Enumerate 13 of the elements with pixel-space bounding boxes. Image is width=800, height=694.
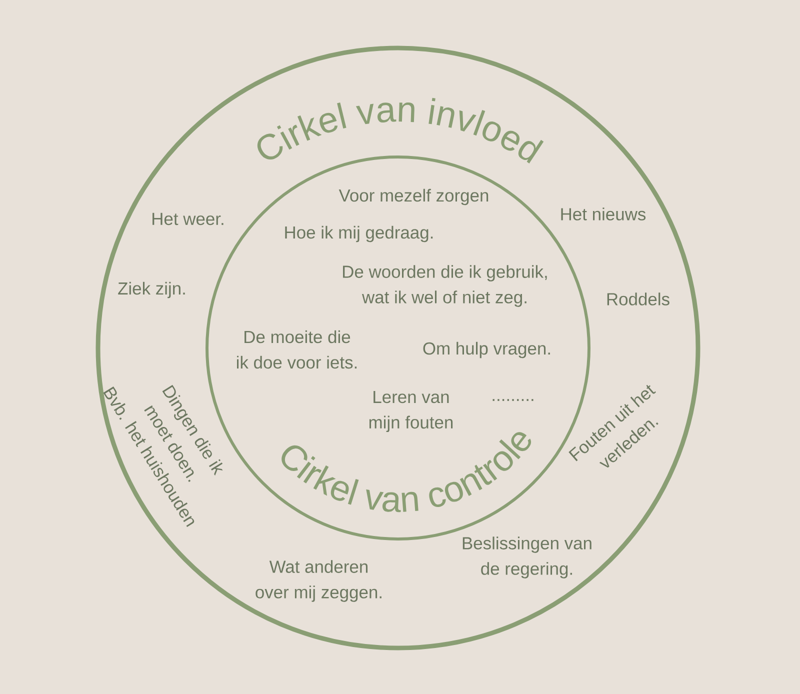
item-text: Hoe ik mij gedraag. xyxy=(285,226,433,242)
item-text: Ziek zijn. xyxy=(118,282,185,298)
item-text: Leren van mijn fouten xyxy=(369,390,453,432)
item-text: Het nieuws xyxy=(561,208,646,220)
item-text: ......... xyxy=(492,399,534,401)
item-text: Het weer. xyxy=(152,212,224,226)
item-text: Voor mezelf zorgen xyxy=(338,188,488,206)
item-text: Beslissingen van de regering. xyxy=(462,536,592,578)
item-text: Om hulp vragen. xyxy=(423,342,550,358)
item-text: Roddels xyxy=(607,292,670,306)
item-text: De moeite die ik doe voor iets. xyxy=(237,330,357,369)
item-text: De woorden die ik gebruik, wat ik wel of niet zeg. xyxy=(343,265,547,307)
item-text: Wat anderen over mij zeggen. xyxy=(256,560,382,602)
